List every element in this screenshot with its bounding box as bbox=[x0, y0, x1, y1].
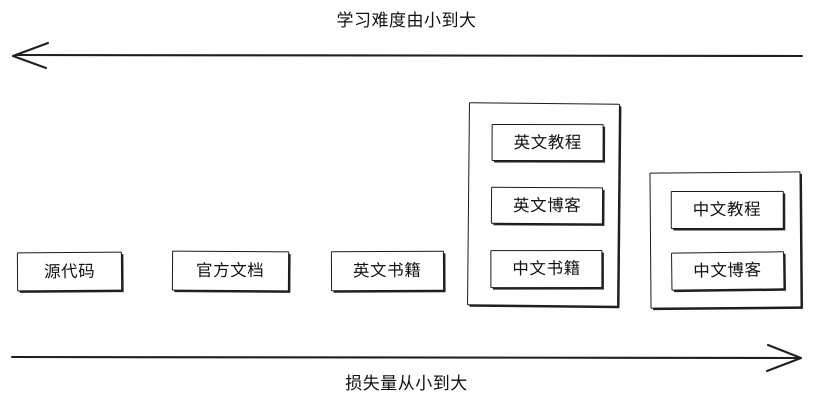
node-label-english-tutorial: 英文教程 bbox=[513, 132, 582, 152]
node-box-official-docs[interactable]: 官方文档 bbox=[171, 250, 290, 292]
node-box-chinese-books[interactable]: 中文书籍 bbox=[490, 249, 603, 289]
node-box-english-blog[interactable]: 英文博客 bbox=[490, 186, 604, 225]
node-label-english-blog: 英文博客 bbox=[512, 195, 582, 215]
bottom-axis-label: 损失量从小到大 bbox=[345, 374, 468, 394]
node-box-chinese-blog[interactable]: 中文博客 bbox=[671, 251, 785, 291]
bottom-axis-arrow bbox=[10, 343, 803, 373]
node-label-chinese-books: 中文书籍 bbox=[512, 258, 581, 279]
node-box-english-tutorial[interactable]: 英文教程 bbox=[491, 123, 604, 162]
top-axis-label: 学习难度由小到大 bbox=[336, 11, 477, 31]
node-box-english-books[interactable]: 英文书籍 bbox=[330, 250, 445, 292]
top-axis-arrow bbox=[11, 41, 804, 70]
node-label-official-docs: 官方文档 bbox=[196, 260, 265, 281]
node-box-chinese-tutorial[interactable]: 中文教程 bbox=[670, 190, 784, 230]
node-label-chinese-blog: 中文博客 bbox=[693, 260, 763, 281]
group-box-english-group[interactable]: 英文教程英文博客中文书籍 bbox=[467, 102, 620, 307]
group-box-chinese-group[interactable]: 中文教程中文博客 bbox=[649, 171, 802, 309]
node-label-english-books: 英文书籍 bbox=[353, 260, 422, 281]
node-label-chinese-tutorial: 中文教程 bbox=[692, 199, 762, 220]
node-label-source-code: 源代码 bbox=[43, 261, 96, 281]
node-box-source-code[interactable]: 源代码 bbox=[16, 251, 123, 292]
